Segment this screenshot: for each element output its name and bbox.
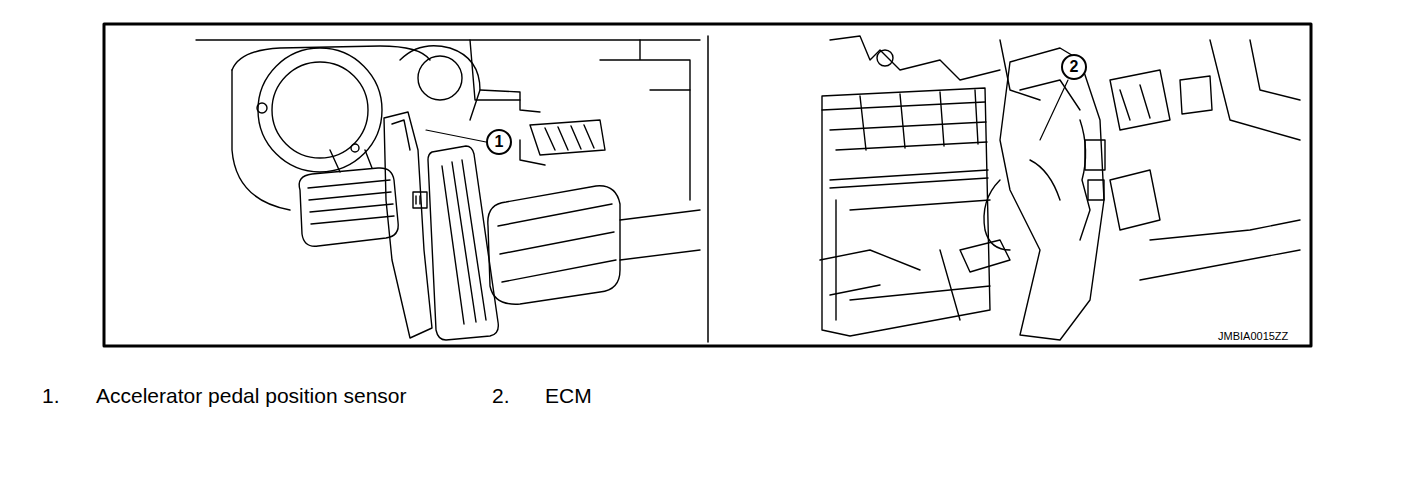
part-name: ECM [545,384,592,408]
figure-frame [104,24,1311,346]
part-name: Accelerator pedal position sensor [96,384,407,408]
figure-code: JMBIA0015ZZ [1218,330,1288,343]
ecm-illustration [820,36,1300,340]
pedal-illustration [196,40,700,340]
callout-circle: 2 [1061,54,1087,80]
callout-number: 1 [495,134,504,150]
callout-number: 2. [492,384,510,408]
callout-number: 2 [1070,59,1079,75]
panel-divider [707,36,709,342]
callout-circle: 1 [486,129,512,155]
leader-line [1040,80,1068,140]
leader-lines [426,80,1068,142]
callout-number: 1. [42,384,60,408]
leader-line [426,130,486,142]
